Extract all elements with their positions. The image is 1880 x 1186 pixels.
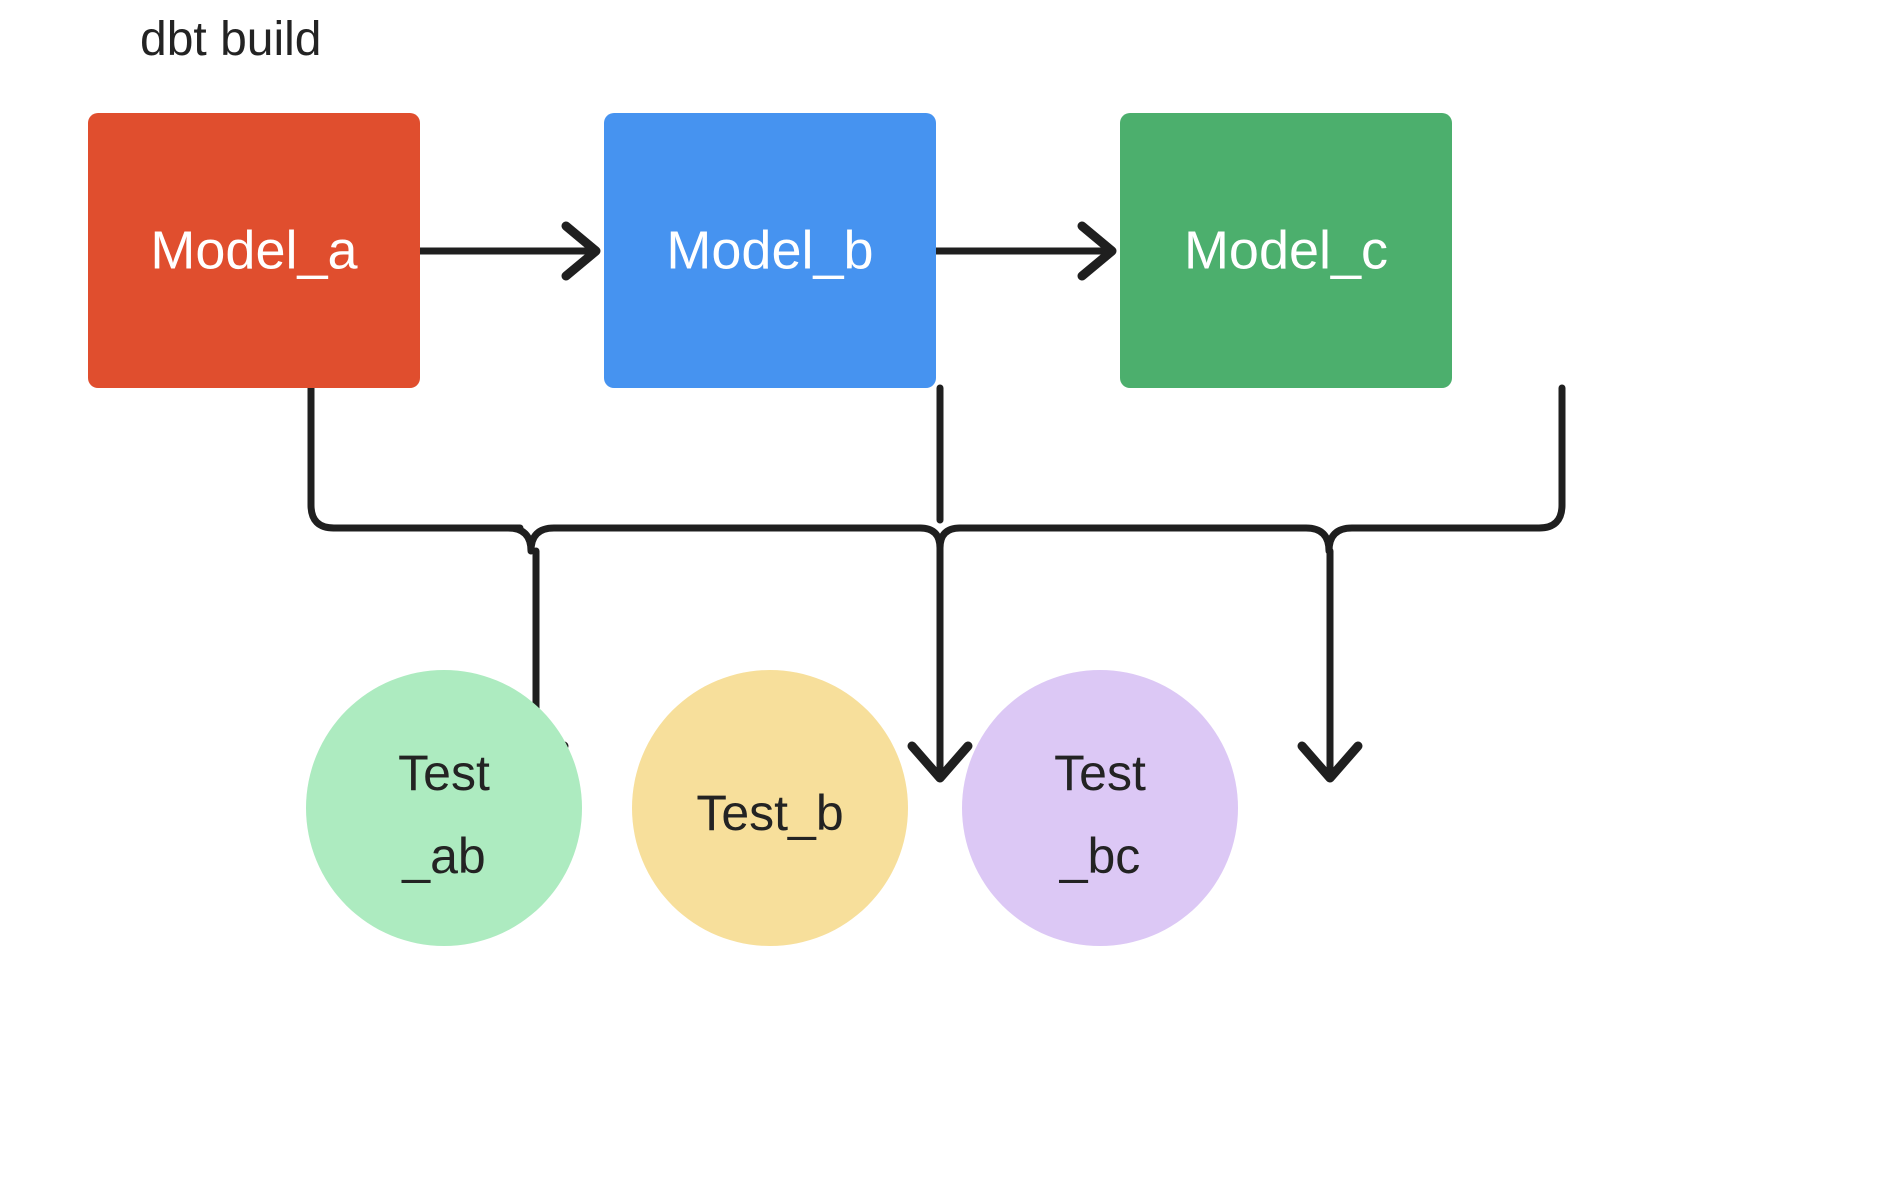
node-test-bc-label-line2: _bc [1059, 828, 1141, 884]
node-model-a-shape[interactable] [88, 113, 420, 388]
edge-to-test-b [907, 544, 973, 783]
node-test-b-label-line1: Test_b [696, 785, 843, 841]
edge-to-test-bc [1297, 547, 1363, 783]
node-test-b[interactable]: Test_b [632, 670, 908, 946]
edge-model-a-to-model-b [416, 221, 601, 281]
node-test-ab-label-line2: _ab [401, 828, 485, 884]
edge-model-b-trunk [916, 384, 964, 552]
node-test-bc-label-line1: Test [1054, 745, 1146, 801]
node-test-ab[interactable]: Test _ab [306, 670, 582, 946]
page-title: dbt build [140, 13, 321, 66]
node-model-c-label: Model_c [1184, 220, 1388, 280]
edge-model-b-to-model-c [932, 221, 1117, 281]
node-model-c[interactable]: Model_c [1120, 113, 1452, 388]
node-model-a[interactable]: Model_a [88, 113, 420, 388]
node-test-ab-label-line1: Test [398, 745, 490, 801]
edge-model-c-to-bus [1356, 384, 1566, 532]
node-model-a-label: Model_a [150, 220, 358, 280]
node-model-c-shape[interactable] [1120, 113, 1452, 388]
node-test-bc[interactable]: Test _bc [962, 670, 1238, 946]
node-test-ab-shape[interactable] [306, 670, 582, 946]
node-test-bc-shape[interactable] [962, 670, 1238, 946]
node-model-b-label: Model_b [666, 220, 873, 280]
edge-model-a-to-bus [307, 384, 524, 532]
node-model-b[interactable]: Model_b [604, 113, 936, 388]
node-test-b-shape[interactable] [632, 670, 908, 946]
node-model-b-shape[interactable] [604, 113, 936, 388]
